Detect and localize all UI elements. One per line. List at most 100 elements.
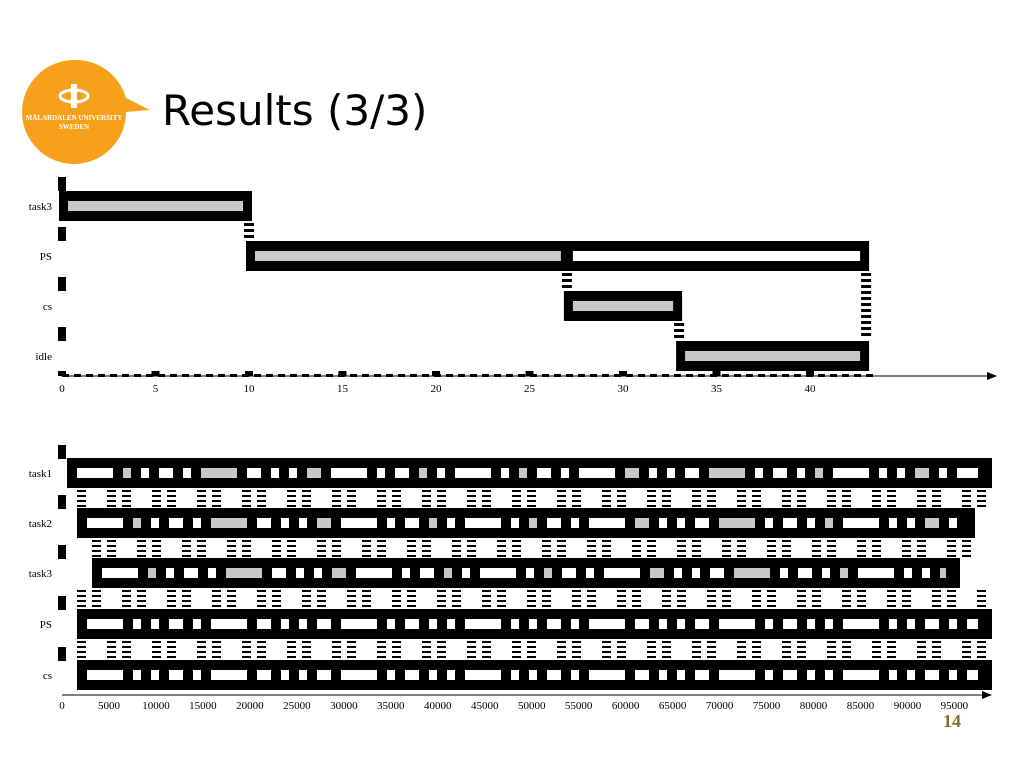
transition-dash [122,656,131,658]
transition-dash [827,555,836,557]
transition-dash [92,550,101,552]
gantt-bar-fill [659,619,667,629]
transition-dash [707,656,716,658]
axis-dash [410,374,417,377]
transition-dash [197,500,206,502]
gantt-bar-fill [939,468,947,478]
gantt-bar-fill [226,568,262,578]
x-tick-label: 25000 [283,700,311,712]
transition-dash [77,495,86,497]
transition-dash [617,605,626,607]
transition-dash [242,641,251,643]
gantt-bar-fill [148,568,156,578]
gantt-bar-fill [547,670,561,680]
axis-dash [506,374,513,377]
axis-dash [842,374,849,377]
transition-dash [782,550,791,552]
transition-dash [497,605,506,607]
gantt-bar-fill [780,568,788,578]
slide-title: Results (3/3) [162,86,428,135]
transition-dash [861,273,872,276]
transition-dash [482,505,491,507]
transition-dash [212,656,221,658]
transition-dash [932,646,941,648]
transition-dash [557,550,566,552]
transition-dash [662,490,671,492]
transition-dash [497,595,506,597]
transition-dash [797,500,806,502]
axis-dash [146,374,153,377]
transition-dash [572,646,581,648]
transition-dash [572,605,581,607]
transition-dash [647,641,656,643]
transition-dash [377,540,386,542]
transition-dash [572,500,581,502]
gantt-bar-fill [133,619,141,629]
transition-dash [767,545,776,547]
transition-dash [272,590,281,592]
row-marker [58,227,66,241]
gantt-bar-fill [904,568,912,578]
transition-dash [77,651,86,653]
gantt-bar-fill [272,568,286,578]
transition-dash [317,600,326,602]
transition-dash [302,646,311,648]
gantt-bar-fill [356,568,392,578]
gantt-bar-fill [201,468,237,478]
transition-dash [347,605,356,607]
gantt-bar-fill [429,619,437,629]
transition-dash [947,605,956,607]
transition-dash [932,495,941,497]
transition-dash [767,555,776,557]
transition-dash [647,540,656,542]
transition-dash [287,500,296,502]
transition-dash [482,600,491,602]
axis-dash [314,374,321,377]
transition-dash [182,545,191,547]
gantt-bar-fill [589,619,625,629]
transition-dash [782,545,791,547]
axis-dash [590,374,597,377]
transition-dash [797,495,806,497]
gantt-bar-fill [915,468,929,478]
logo-emblem-icon [58,84,90,108]
transition-dash [257,505,266,507]
transition-dash [797,595,806,597]
gantt-bar-fill [159,468,173,478]
transition-dash [861,327,872,330]
gantt-bar-fill [511,518,519,528]
transition-dash [497,600,506,602]
transition-dash [572,656,581,658]
transition-dash [842,646,851,648]
transition-dash [812,550,821,552]
transition-dash [572,495,581,497]
transition-dash [962,505,971,507]
transition-dash [632,550,641,552]
transition-dash [197,490,206,492]
gantt-bar-fill [561,468,569,478]
transition-dash [347,656,356,658]
transition-dash [467,641,476,643]
university-logo: MÄLARDALEN UNIVERSITY SWEDEN [22,59,150,164]
transition-dash [527,600,536,602]
transition-dash [752,600,761,602]
transition-dash [587,540,596,542]
x-tick-mark [432,371,440,376]
transition-dash [482,651,491,653]
transition-dash [602,550,611,552]
transition-dash [752,495,761,497]
transition-dash [377,641,386,643]
transition-dash [632,595,641,597]
transition-dash [377,555,386,557]
transition-dash [152,495,161,497]
transition-dash [482,495,491,497]
transition-dash [722,590,731,592]
transition-dash [542,595,551,597]
transition-dash [107,641,116,643]
x-tick-label: 40 [805,383,817,395]
transition-dash [302,500,311,502]
transition-dash [422,505,431,507]
transition-dash [362,595,371,597]
gantt-bar-fill [317,670,331,680]
